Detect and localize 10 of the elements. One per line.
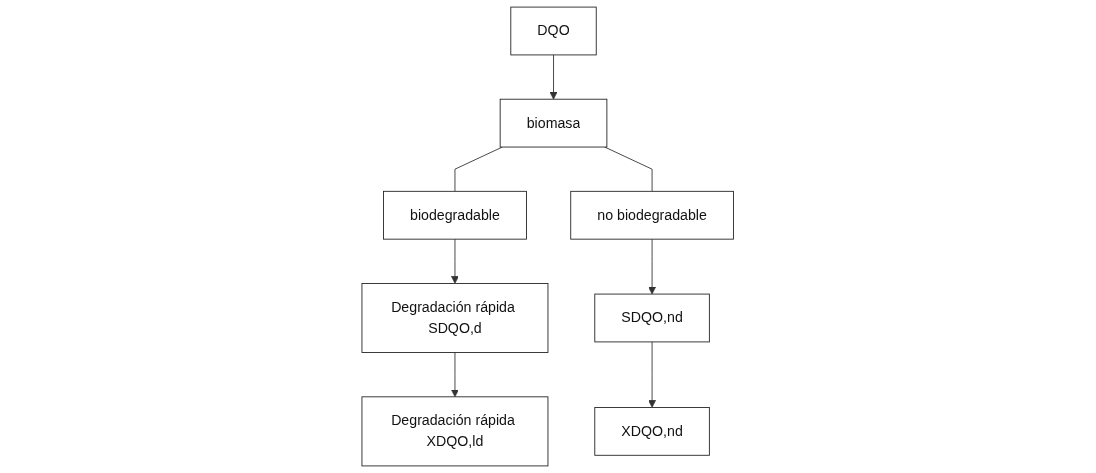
node-box: Degradación rápida SDQO,d <box>361 283 549 353</box>
node-box: Degradación rápida XDQO,ld <box>361 396 549 467</box>
connector <box>604 146 653 192</box>
node-box: XDQO,nd <box>594 407 711 456</box>
connector <box>454 146 504 192</box>
node-box: no biodegradable <box>570 190 735 240</box>
node-box: biodegradable <box>383 190 528 240</box>
node-box: DQO <box>510 6 597 56</box>
node-box: SDQO,nd <box>594 293 711 343</box>
node-box: biomasa <box>500 98 608 148</box>
